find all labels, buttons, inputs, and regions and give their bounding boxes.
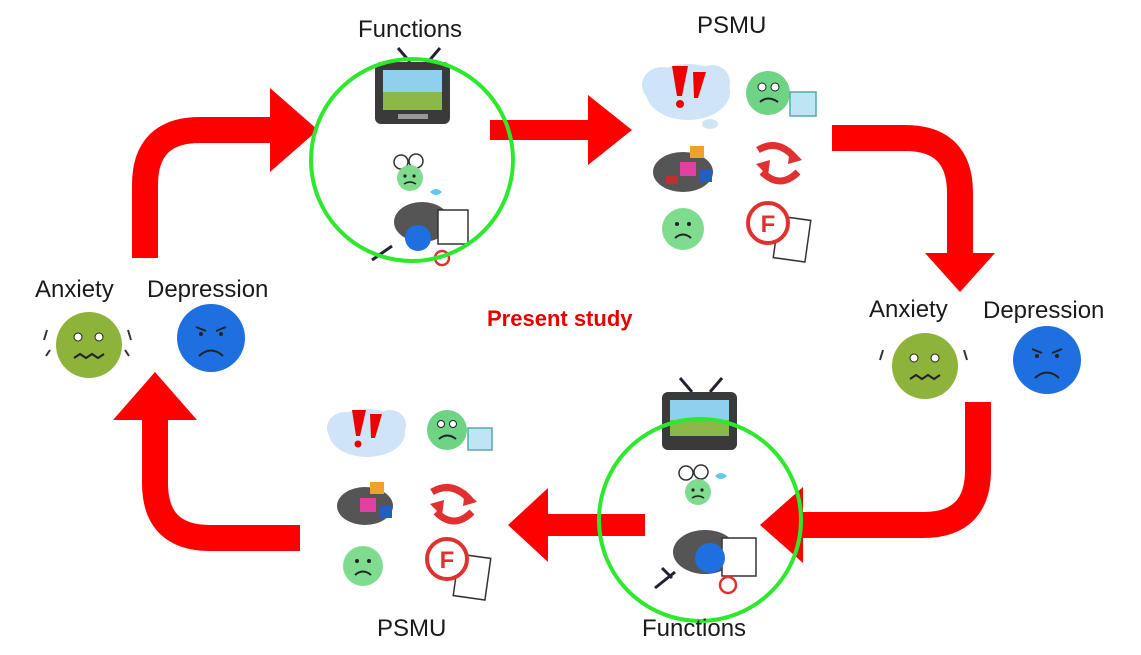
- psmu-top-label: PSMU: [697, 12, 767, 39]
- arrow-head: [925, 253, 995, 292]
- arrow-depression-to-functions: [132, 117, 272, 258]
- highlight-circle: [597, 417, 803, 623]
- arrow-depression-to-functions-bottom: [800, 402, 991, 538]
- deadline-cloud-icon: [371, 202, 469, 267]
- arrow-functions-to-psmu: [490, 120, 590, 140]
- left-mood-cluster: [43, 304, 245, 378]
- svg-text:F: F: [440, 547, 455, 574]
- failed-grade-icon: F: [425, 537, 492, 601]
- tv-icon: [662, 377, 737, 450]
- psmu-top-cluster: F: [642, 64, 817, 263]
- anxious-face-icon: [43, 312, 132, 378]
- cycle-arrows: [113, 88, 995, 563]
- anxiety-right-label: Anxiety: [869, 296, 948, 323]
- depression-right-label: Depression: [983, 297, 1105, 324]
- clutter-pile-icon: [337, 482, 393, 525]
- anxious-face-icon: [746, 71, 817, 117]
- clutter-pile-icon: [653, 146, 713, 192]
- tv-icon: [375, 47, 450, 124]
- psmu-bottom-cluster: F: [327, 409, 493, 601]
- failed-grade-icon: F: [746, 201, 812, 263]
- functions-bottom-label: Functions: [642, 615, 747, 642]
- sad-face-icon: [662, 208, 704, 250]
- functions-top-cluster: [309, 47, 515, 267]
- present-study-label: Present study: [487, 306, 633, 331]
- arrow-psmu-to-anxiety: [142, 418, 300, 551]
- functions-top-label: Functions: [358, 16, 463, 43]
- arrow-head: [760, 487, 803, 563]
- arrow-psmu-to-depression: [832, 125, 973, 255]
- anxious-face-icon: [879, 333, 968, 399]
- sad-face-icon: [343, 546, 383, 586]
- arrow-head: [508, 488, 548, 562]
- svg-text:F: F: [761, 211, 776, 238]
- right-mood-cluster: [879, 326, 1081, 399]
- anxious-face-icon: [427, 410, 493, 451]
- deadline-cloud-icon: [654, 530, 757, 595]
- arrow-head: [113, 372, 197, 420]
- cycle-arrows-icon: [756, 142, 802, 185]
- anxiety-left-label: Anxiety: [35, 276, 114, 303]
- arrow-functions-to-psmu-bottom: [545, 514, 645, 536]
- functions-bottom-cluster: [597, 377, 803, 623]
- psmu-bottom-label: PSMU: [377, 615, 447, 642]
- cycle-arrows-icon: [430, 484, 477, 525]
- arrow-head: [588, 95, 632, 165]
- sad-face-icon: [177, 304, 245, 372]
- worried-face-icon: [678, 464, 727, 505]
- alarm-cloud-icon: [642, 64, 730, 129]
- worried-face-icon: [393, 153, 442, 195]
- depression-left-label: Depression: [147, 276, 269, 303]
- highlight-circle: [309, 57, 515, 263]
- arrow-head: [270, 88, 318, 172]
- sad-face-icon: [1013, 326, 1081, 394]
- alarm-cloud-icon: [327, 409, 406, 457]
